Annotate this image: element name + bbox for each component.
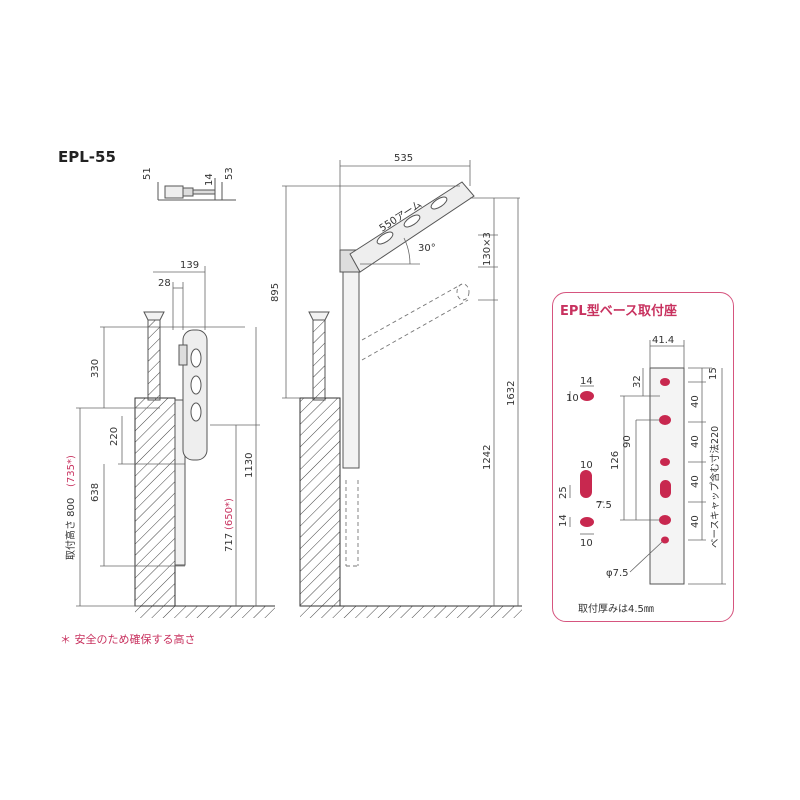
dim-535: 535 <box>394 153 413 164</box>
middle-dimension-lines <box>282 160 520 606</box>
panel-dim-220-label: ベースキャップ含む寸法220 <box>709 426 721 548</box>
panel-dim-40a: 40 <box>690 395 701 408</box>
panel-dim-90: 90 <box>622 435 633 448</box>
left-pole <box>143 311 208 566</box>
dim-top-53: 53 <box>224 167 235 180</box>
hole-top <box>660 378 670 386</box>
dim-717-alt: (650*) <box>224 498 235 530</box>
dim-top-51: 51 <box>142 167 153 180</box>
base-plate-holes <box>659 378 671 544</box>
dim-800-alt: (735*) <box>66 455 77 487</box>
hole-dim-14b: 14 <box>558 514 569 527</box>
panel-dim-40b: 40 <box>690 435 701 448</box>
dim-800-label: 取付高さ 800 <box>64 498 77 560</box>
dim-139: 139 <box>180 260 199 271</box>
left-dimension-lines <box>76 266 260 607</box>
panel-dim-15: 15 <box>708 367 719 380</box>
thickness-note: 取付厚みは4.5㎜ <box>578 604 654 615</box>
dim-1130: 1130 <box>244 453 255 478</box>
hole-dim-phi: φ7.5 <box>606 568 629 579</box>
dim-top-14: 14 <box>204 173 215 186</box>
hole-dim-7-5: 7.5 <box>596 500 612 511</box>
panel-dim-40c: 40 <box>690 475 701 488</box>
dim-1632: 1632 <box>506 381 517 406</box>
hole-detail-2 <box>580 470 592 498</box>
dim-1242: 1242 <box>482 445 493 470</box>
dim-330: 330 <box>90 359 101 378</box>
hole-dim-25: 25 <box>558 486 569 499</box>
panel-dim-126: 126 <box>610 451 621 470</box>
dim-638: 638 <box>90 483 101 502</box>
panel-title: EPL型ベース取付座 <box>560 304 678 319</box>
middle-pole <box>308 181 475 469</box>
panel-dim-32: 32 <box>632 375 643 388</box>
hole-dim-14a: 14 <box>580 376 593 387</box>
hole-detail-lines <box>569 385 604 535</box>
model-title: EPL-55 <box>58 148 116 166</box>
hole-detail-1 <box>580 391 594 401</box>
panel-dimension-lines <box>620 340 726 585</box>
top-bracket-view <box>157 178 236 201</box>
hole-dim-10a: 10 <box>566 393 579 404</box>
hole-details <box>580 391 594 527</box>
safety-note: ＊ 安全のため確保する高さ <box>60 633 196 646</box>
dim-130x3: 130×3 <box>482 232 493 266</box>
folded-arm-ghost <box>345 283 470 567</box>
angle-label: 30° <box>418 243 436 254</box>
base-plate <box>649 367 685 585</box>
panel-dim-40d: 40 <box>690 515 701 528</box>
hole-dim-10b: 10 <box>580 460 593 471</box>
panel-dim-41-4: 41.4 <box>652 335 674 346</box>
dim-28: 28 <box>158 278 171 289</box>
dim-895: 895 <box>270 283 281 302</box>
dim-220: 220 <box>109 427 120 446</box>
middle-wall <box>299 397 522 618</box>
base-mount-panel <box>552 292 734 622</box>
hole-detail-3 <box>580 517 594 527</box>
left-wall <box>134 397 275 618</box>
hole-dim-10c: 10 <box>580 538 593 549</box>
dim-717: 717 <box>224 533 235 552</box>
